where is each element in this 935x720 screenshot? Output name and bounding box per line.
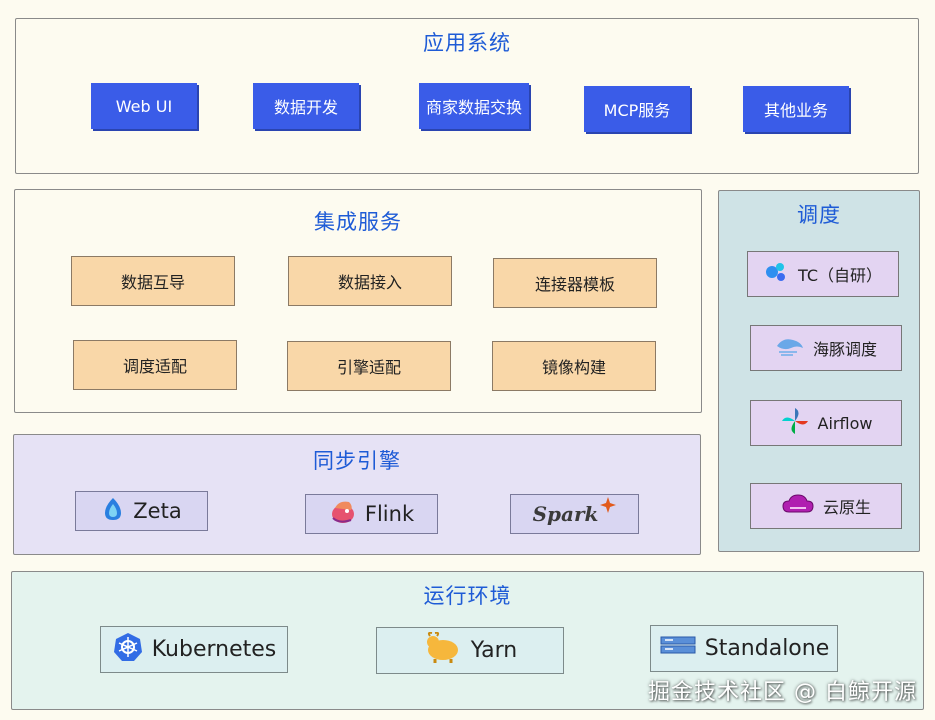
merchant-exchange-box: 商家数据交换 <box>419 83 529 129</box>
scheduler-adapter-box: 调度适配 <box>73 340 237 390</box>
data-dev-box: 数据开发 <box>253 83 359 129</box>
runtime-layer-panel: 运行环境 Kubernetes Yarn Standalone <box>11 571 924 710</box>
airflow-box: Airflow <box>750 400 902 446</box>
data-ingest-box: 数据接入 <box>288 256 452 306</box>
standalone-box: Standalone <box>650 625 838 672</box>
web-ui-box: Web UI <box>91 83 197 129</box>
kubernetes-box: Kubernetes <box>100 626 288 673</box>
tc-icon <box>764 261 790 287</box>
spark-label: Spark <box>532 502 599 526</box>
yarn-box: Yarn <box>376 627 564 674</box>
engine-layer-title: 同步引擎 <box>313 449 401 473</box>
zeta-label: Zeta <box>133 499 182 523</box>
runtime-layer-title: 运行环境 <box>423 584 512 608</box>
spark-box: Spark <box>510 494 639 534</box>
flink-icon <box>329 498 357 531</box>
app-layer-title: 应用系统 <box>423 31 511 55</box>
cloud-native-box: 云原生 <box>750 483 902 529</box>
scheduler-layer-panel: 调度 TC（自研） 海豚调度 Airflow 云原生 <box>718 190 920 552</box>
engine-layer-panel: 同步引擎 Zeta Flink Spark <box>13 434 701 555</box>
spark-icon <box>600 494 617 518</box>
data-transfer-box: 数据互导 <box>71 256 235 306</box>
yarn-icon <box>423 631 463 670</box>
kubernetes-icon <box>112 631 144 669</box>
watermark: 掘金技术社区 @ 白鲸开源 <box>648 680 917 705</box>
dolphin-label: 海豚调度 <box>812 340 877 359</box>
flink-label: Flink <box>364 502 415 526</box>
other-business-box: 其他业务 <box>743 86 849 132</box>
dolphin-box: 海豚调度 <box>750 325 902 371</box>
integration-layer-title: 集成服务 <box>314 210 402 234</box>
cloud-icon <box>781 493 815 519</box>
cloud-native-label: 云原生 <box>822 498 871 517</box>
engine-adapter-box: 引擎适配 <box>287 341 451 391</box>
zeta-icon <box>101 496 125 527</box>
yarn-label: Yarn <box>470 638 518 663</box>
standalone-label: Standalone <box>704 636 830 661</box>
tc-label: TC（自研） <box>797 266 882 285</box>
app-layer-panel: 应用系统 Web UI 数据开发 商家数据交换 MCP服务 其他业务 <box>15 18 919 174</box>
standalone-icon <box>659 633 697 665</box>
airflow-label: Airflow <box>817 413 873 433</box>
kubernetes-label: Kubernetes <box>151 637 277 662</box>
tc-box: TC（自研） <box>747 251 899 297</box>
scheduler-layer-title: 调度 <box>797 203 841 227</box>
mcp-service-box: MCP服务 <box>584 86 690 132</box>
integration-layer-panel: 集成服务 数据互导 数据接入 连接器模板 调度适配 引擎适配 镜像构建 <box>14 189 702 413</box>
image-build-box: 镜像构建 <box>492 341 656 391</box>
dolphin-icon <box>775 334 805 362</box>
airflow-icon <box>780 406 810 440</box>
zeta-box: Zeta <box>75 491 208 531</box>
connector-template-box: 连接器模板 <box>493 258 657 308</box>
flink-box: Flink <box>305 494 438 534</box>
